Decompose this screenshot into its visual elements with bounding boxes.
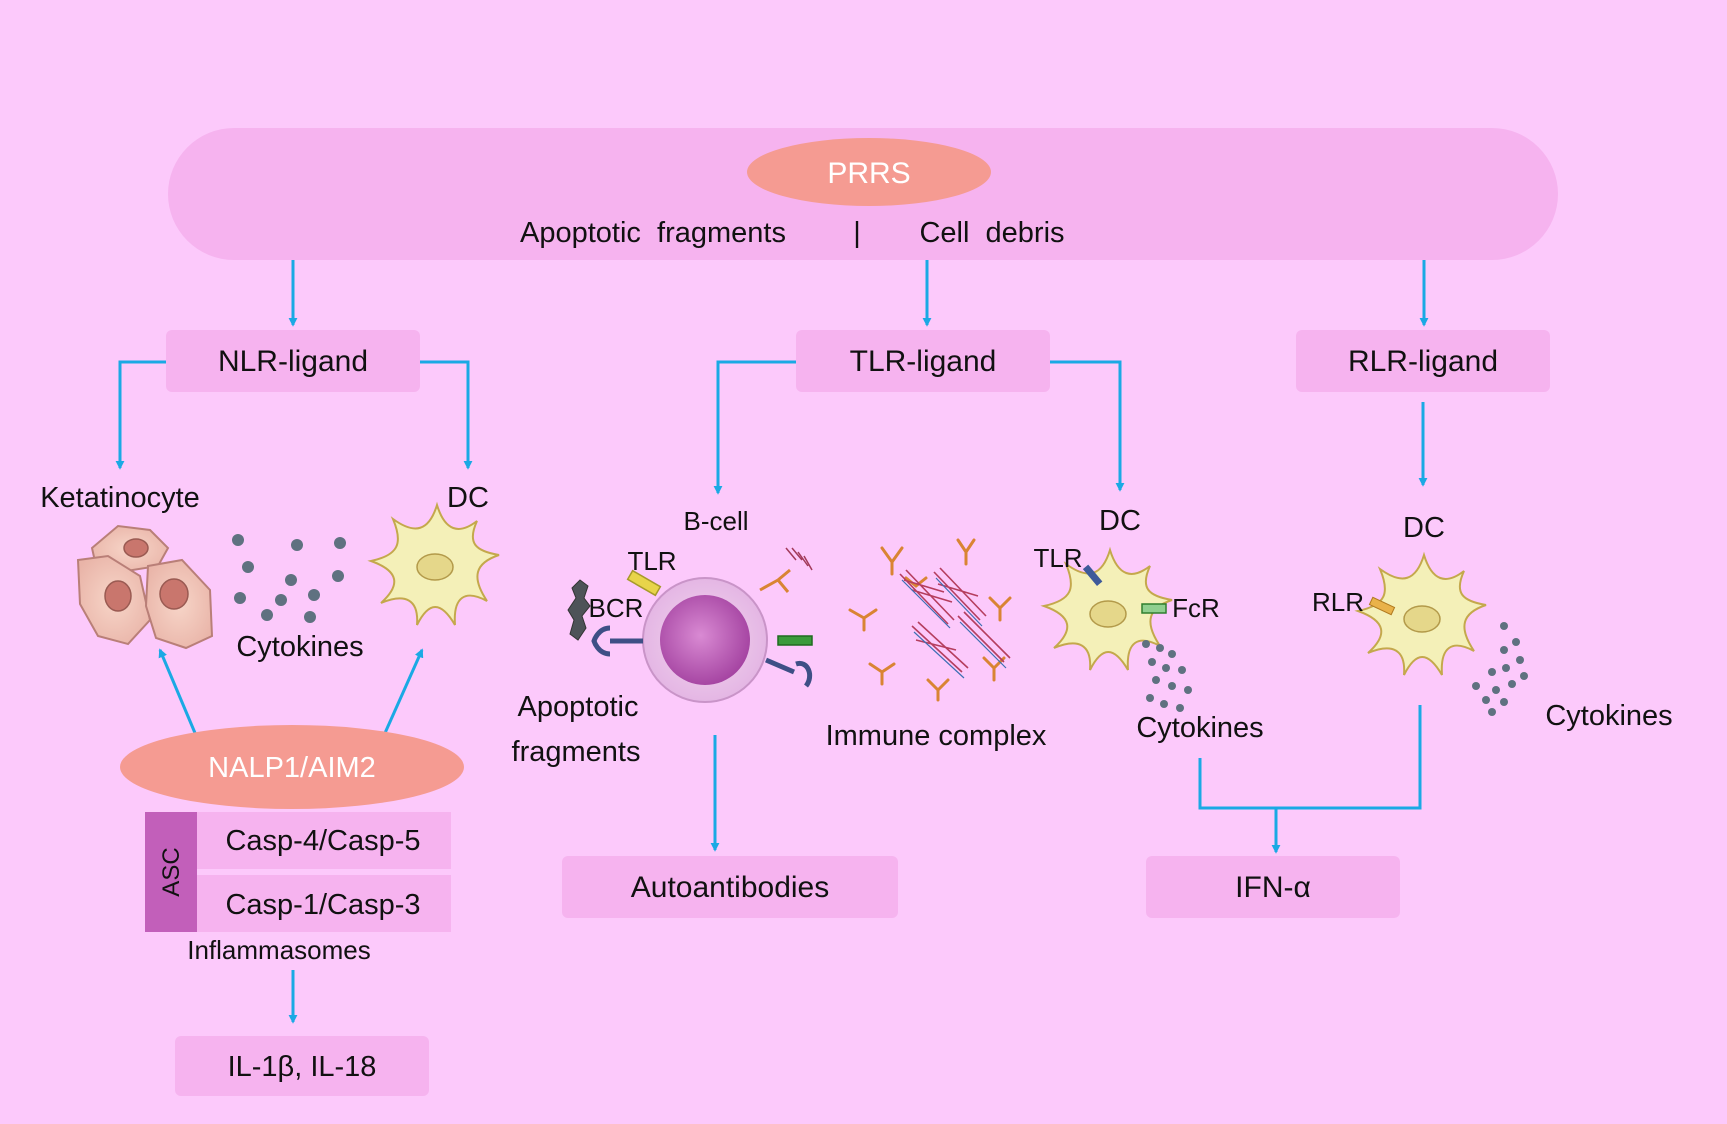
keratinocyte-label: Ketatinocyte xyxy=(40,482,200,514)
keratinocyte-cells-icon xyxy=(76,524,214,650)
inflammasomes-label: Inflammasomes xyxy=(187,935,371,965)
rlr-ligand-label: RLR-ligand xyxy=(1348,345,1498,378)
asc-box xyxy=(145,812,197,932)
apoptotic-fragments-line1: Apoptotic xyxy=(518,691,639,723)
casp-4-5-label: Casp-4/Casp-5 xyxy=(225,825,420,857)
middle-dc-tlr-receptor-icon xyxy=(1082,564,1103,586)
nlr-ligand-box xyxy=(166,330,420,392)
bcell-tlr-label: TLR xyxy=(627,546,676,576)
immune-complex-icon xyxy=(848,538,1012,702)
nlr-ligand-label: NLR-ligand xyxy=(218,345,368,378)
bcell-right-receptors-icon xyxy=(759,547,813,688)
ifn-alpha-box xyxy=(1146,856,1400,918)
il-label: IL-1β, IL-18 xyxy=(228,1051,377,1083)
middle-dc-cell-icon xyxy=(1040,546,1173,671)
il-box xyxy=(175,1036,429,1096)
immune-complex-label: Immune complex xyxy=(826,720,1047,752)
apoptotic-fragments-line2: fragments xyxy=(512,736,641,768)
right-dc-label: DC xyxy=(1403,512,1445,544)
bcell-tlr-receptor-icon xyxy=(626,569,662,597)
autoantibodies-label: Autoantibodies xyxy=(631,871,830,904)
nalp-aim2-oval xyxy=(120,725,464,809)
tlr-ligand-box xyxy=(796,330,1050,392)
right-cytokines-label: Cytokines xyxy=(1545,700,1672,732)
left-dc-cell-icon xyxy=(367,501,500,626)
arrow-nalp-keratinocyte xyxy=(158,648,197,734)
fcr-label: FcR xyxy=(1172,593,1220,623)
left-dc-label: DC xyxy=(447,482,489,514)
fcr-receptor-icon xyxy=(1141,603,1167,614)
arrow-tlr-dc xyxy=(1050,360,1125,492)
apoptotic-fragments-text: Apoptotic fragments xyxy=(520,217,786,249)
prrs-oval xyxy=(747,138,991,206)
casp-1-3-box xyxy=(197,875,451,932)
middle-cytokines-label: Cytokines xyxy=(1136,712,1263,744)
autoantibodies-box xyxy=(562,856,898,918)
rlr-ligand-box xyxy=(1296,330,1550,392)
middle-dc-label: DC xyxy=(1099,505,1141,537)
arrow-nalp-dc xyxy=(383,648,424,734)
connector-right-dc-ifn xyxy=(1276,705,1422,810)
ifn-alpha-label: IFN-α xyxy=(1235,871,1311,904)
middle-cytokine-dots xyxy=(1142,640,1192,712)
separator-text: | xyxy=(853,217,861,249)
arrow-nlr-keratinocyte xyxy=(115,360,166,470)
bcell-icon xyxy=(642,577,768,703)
nalp-aim2-label: NALP1/AIM2 xyxy=(208,752,376,784)
left-cytokine-dots xyxy=(232,534,346,623)
casp-1-3-label: Casp-1/Casp-3 xyxy=(225,889,420,921)
casp-4-5-box xyxy=(197,812,451,869)
bcr-label: BCR xyxy=(589,593,644,623)
connector-middle-dc-ifn xyxy=(1198,758,1276,810)
right-cytokine-dots xyxy=(1472,622,1528,716)
rlr-label: RLR xyxy=(1312,587,1364,617)
tlr-ligand-label: TLR-ligand xyxy=(850,345,997,378)
arrow-nlr-dc xyxy=(420,360,473,470)
prrs-label: PRRS xyxy=(827,157,910,190)
arrow-tlr-bcell xyxy=(713,360,796,495)
middle-dc-tlr-label: TLR xyxy=(1033,543,1082,573)
apoptotic-fragment-icon xyxy=(567,579,591,641)
asc-label: ASC xyxy=(158,847,185,896)
bcr-receptor-icon xyxy=(591,625,643,657)
rlr-receptor-icon xyxy=(1368,596,1396,616)
left-cytokines-label: Cytokines xyxy=(236,631,363,663)
bcell-label: B-cell xyxy=(683,506,748,536)
cell-debris-text: Cell debris xyxy=(919,217,1064,249)
right-dc-cell-icon xyxy=(1354,551,1487,676)
